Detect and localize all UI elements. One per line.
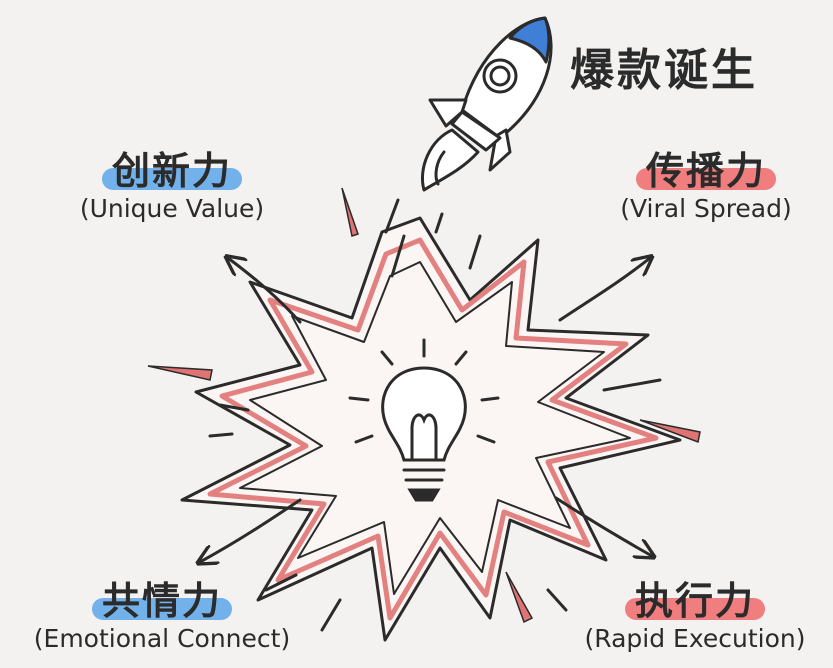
arrows — [200, 258, 652, 562]
label-virality-en: (Viral Spread) — [620, 194, 792, 223]
label-empathy-en: (Emotional Connect) — [33, 624, 291, 653]
rocket-trail-lines — [384, 198, 444, 278]
accent-strokes — [147, 187, 701, 632]
arrow-icon — [200, 498, 302, 562]
label-innovation-en: (Unique Value) — [79, 194, 265, 223]
label-execution-en: (Rapid Execution) — [584, 624, 806, 653]
arrow-icon — [558, 258, 650, 322]
label-virality: 传播力 — [645, 149, 766, 193]
rocket-icon — [421, 16, 553, 192]
quadrant-top-left: 创新力 (Unique Value) — [52, 148, 292, 224]
diagram-title: 爆款诞生 — [570, 45, 758, 96]
arrow-icon — [554, 496, 652, 556]
label-innovation: 创新力 — [111, 149, 232, 193]
lightbulb-icon — [348, 338, 500, 502]
quadrant-top-right: 传播力 (Viral Spread) — [588, 148, 824, 224]
label-empathy: 共情力 — [101, 579, 222, 623]
quadrant-bottom-left: 共情力 (Emotional Connect) — [2, 578, 322, 654]
arrow-icon — [228, 258, 302, 324]
label-execution: 执行力 — [634, 579, 755, 623]
quadrant-bottom-right: 执行力 (Rapid Execution) — [560, 578, 830, 654]
